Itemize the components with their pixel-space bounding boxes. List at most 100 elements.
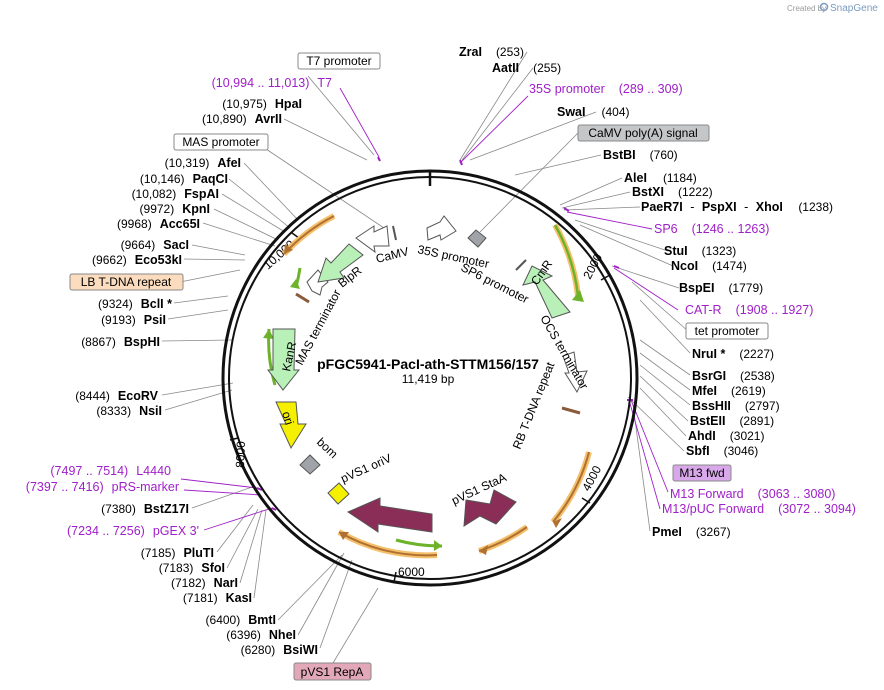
box-camv-polya xyxy=(577,124,710,142)
site-pos: (8333) xyxy=(96,404,131,418)
site-name: AvrII xyxy=(255,112,282,126)
feature-pvs1-oriv-arrow xyxy=(346,497,433,533)
feature-lb-repeat-mark xyxy=(295,292,310,304)
svg-text:(6280)BsiWI: (6280)BsiWI xyxy=(241,643,318,657)
feature-sp6-mark xyxy=(515,259,527,271)
feature-yellow-block xyxy=(327,482,350,505)
svg-text:35S promoter(289 .. 309): 35S promoter(289 .. 309) xyxy=(529,82,683,96)
site-pos: (7185) xyxy=(141,546,176,560)
primer-name: CAT-R xyxy=(685,303,722,317)
site-pos: (3046) xyxy=(724,444,759,458)
feature-rb-repeat-mark xyxy=(561,406,581,415)
site-pos: (760) xyxy=(650,148,678,162)
snapgene-logo-icon xyxy=(819,2,829,12)
site-name: MfeI xyxy=(692,384,717,398)
svg-text:MfeI(2619): MfeI(2619) xyxy=(692,384,766,398)
svg-text:(9972)KpnI: (9972)KpnI xyxy=(140,202,210,216)
site-name: BstEII xyxy=(690,414,725,428)
site-name: AfeI xyxy=(217,156,241,170)
left-site-labels: (10,975)HpaI (10,890)AvrII (10,319)AfeI … xyxy=(75,97,318,657)
svg-text:(6400)BmtI: (6400)BmtI xyxy=(206,613,276,627)
site-pos: (9968) xyxy=(117,217,152,231)
site-name: BclI * xyxy=(141,297,172,311)
svg-text:AleI(1184): AleI(1184) xyxy=(624,171,697,185)
primer-leader-lines xyxy=(180,87,679,531)
box-lb-repeat-label: LB T-DNA repeat xyxy=(81,275,172,289)
site-pos: (253) xyxy=(496,45,524,59)
svg-text:SbfI(3046): SbfI(3046) xyxy=(686,444,758,458)
box-m13-fwd xyxy=(672,464,732,482)
site-name: Eco53kI xyxy=(135,253,182,267)
site-pos: (404) xyxy=(602,105,630,119)
site-pos: (8444) xyxy=(75,389,110,403)
site-pos: (2891) xyxy=(739,414,774,428)
site-name: KpnI xyxy=(182,202,210,216)
site-name: BspEI xyxy=(679,281,714,295)
svg-text:(9664)SacI: (9664)SacI xyxy=(121,238,189,252)
site-pos: (7181) xyxy=(183,591,218,605)
box-m13-fwd-label: M13 fwd xyxy=(679,466,724,480)
svg-text:(9968)Acc65I: (9968)Acc65I xyxy=(117,217,200,231)
boxed-labels: T7 promoter MAS promoter CaMV poly(A) si… xyxy=(69,52,769,681)
site-pos: (255) xyxy=(533,61,561,75)
svg-text:BssHII(2797): BssHII(2797) xyxy=(692,399,780,413)
svg-text:BstBI(760): BstBI (760) xyxy=(603,148,678,162)
box-t7-promoter-label: T7 promoter xyxy=(306,54,371,68)
svg-text:StuI(1323): StuI(1323) xyxy=(664,244,736,258)
svg-text:(7497 .. 7514)L4440: (7497 .. 7514)L4440 xyxy=(50,464,171,478)
site-name: AhdI xyxy=(688,429,716,443)
primer-range: (3063 .. 3080) xyxy=(758,487,836,501)
svg-text:(10,146)PaqCI: (10,146)PaqCI xyxy=(140,172,228,186)
site-name: BmtI xyxy=(248,613,276,627)
site-pos: (10,975) xyxy=(222,97,267,111)
right-site-labels: ZraI(253) AatII(255) SwaI(404) BstBI(760… xyxy=(459,45,833,539)
svg-text:(7185)PluTI: (7185)PluTI xyxy=(141,546,214,560)
svg-text:PmeI(3267): PmeI(3267) xyxy=(652,525,731,539)
box-tet-promoter xyxy=(685,322,769,340)
site-name: PaqCI xyxy=(193,172,228,186)
svg-text:(8333)NsiI: (8333) NsiI xyxy=(96,404,162,418)
site-name: BstBI xyxy=(603,148,636,162)
site-name: PsiI xyxy=(144,313,166,327)
site-pos: (6280) xyxy=(241,643,276,657)
svg-text:(9662)Eco53kI: (9662)Eco53kI xyxy=(92,253,182,267)
svg-text:SwaI(404): SwaI(404) xyxy=(557,105,630,119)
svg-text:CAT-R(1908 .. 1927): CAT-R(1908 .. 1927) xyxy=(685,303,813,317)
plasmid-size: 11,419 bp xyxy=(402,372,455,386)
primer-name: pRS-marker xyxy=(112,480,179,494)
site-pos: (7380) xyxy=(101,502,136,516)
primer-range: (3072 .. 3094) xyxy=(778,502,856,516)
site-pos: (9324) xyxy=(98,297,133,311)
svg-text:(7181)KasI: (7181)KasI xyxy=(183,591,252,605)
svg-text:SP6(1246 .. 1263): SP6(1246 .. 1263) xyxy=(654,222,769,236)
svg-text:(7234 .. 7256)pGEX 3': (7234 .. 7256)pGEX 3' xyxy=(67,524,199,538)
primer-range: (10,994 .. 11,013) xyxy=(212,76,310,90)
box-pvs1-repa-label: pVS1 RepA xyxy=(301,665,364,679)
site-pos: (1779) xyxy=(728,281,763,295)
primer-range: (289 .. 309) xyxy=(619,82,683,96)
site-name: BspHI xyxy=(124,335,160,349)
svg-text:(6396)NheI: (6396)NheI xyxy=(226,628,296,642)
site-pos: (8867) xyxy=(81,335,116,349)
site-pos: (10,890) xyxy=(202,112,247,126)
primer-name: SP6 xyxy=(654,222,678,236)
site-pos: (3267) xyxy=(696,525,731,539)
site-name: NsiI xyxy=(139,404,162,418)
site-pos: (1238) xyxy=(798,200,833,214)
svg-text:BstEII(2891): BstEII (2891) xyxy=(690,414,774,428)
primer-range: (7397 .. 7416) xyxy=(26,480,104,494)
site-name: NheI xyxy=(269,628,296,642)
svg-text:(10,319)AfeI: (10,319) AfeI xyxy=(165,156,241,170)
site-pos: (10,319) xyxy=(165,156,210,170)
primer-name: T7 xyxy=(317,76,332,90)
svg-text:(8867)BspHI: (8867) BspHI xyxy=(81,335,160,349)
feature-ori-arrow xyxy=(275,401,307,450)
site-name: BstXI xyxy=(632,185,664,199)
site-name: SacI xyxy=(163,238,189,252)
position-ticks xyxy=(229,232,611,583)
site-name: PaeR7I xyxy=(641,200,683,214)
site-pos: (1474) xyxy=(712,259,747,273)
site-name: PspXI xyxy=(702,200,737,214)
label-rb-repeat: RB T-DNA repeat xyxy=(510,360,558,452)
